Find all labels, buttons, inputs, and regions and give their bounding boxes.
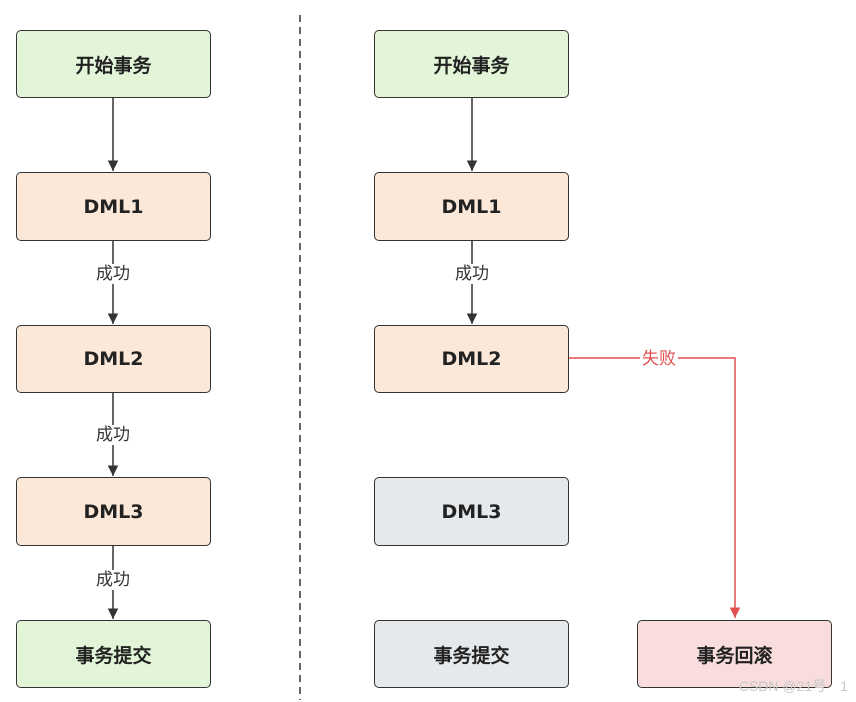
right-rollback-node: 事务回滚 (637, 620, 832, 688)
left-edge-label-1: 成功 (94, 264, 132, 284)
left-dml2-node: DML2 (16, 325, 211, 393)
left-edge-label-2: 成功 (94, 425, 132, 445)
right-edge-label-1: 成功 (453, 264, 491, 284)
left-commit-node: 事务提交 (16, 620, 211, 688)
left-edge-label-3: 成功 (94, 570, 132, 590)
right-dml2-node: DML2 (374, 325, 569, 393)
left-start-node: 开始事务 (16, 30, 211, 98)
left-dml1-node: DML1 (16, 172, 211, 241)
right-start-node: 开始事务 (374, 30, 569, 98)
right-commit-node: 事务提交 (374, 620, 569, 688)
watermark: CSDN @21号 1 (738, 678, 848, 694)
right-dml1-node: DML1 (374, 172, 569, 241)
left-dml3-node: DML3 (16, 477, 211, 546)
fail-arrow-dml2-rollback (569, 357, 741, 618)
right-dml3-node: DML3 (374, 477, 569, 546)
fail-edge-label: 失败 (640, 349, 678, 369)
